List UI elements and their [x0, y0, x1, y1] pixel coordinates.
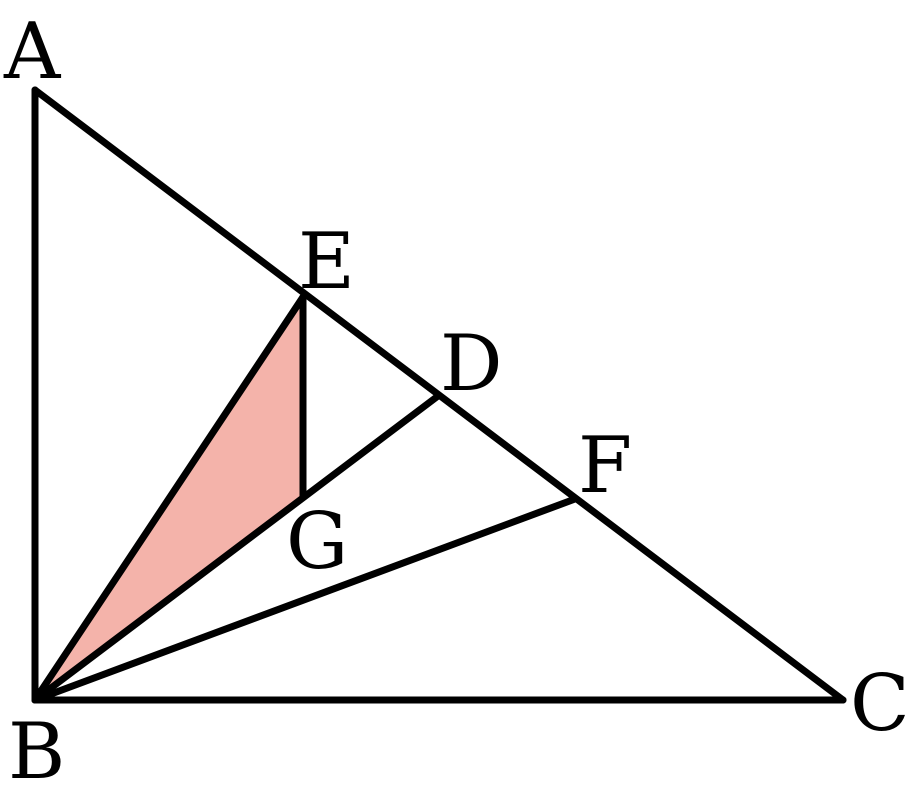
- label-d: D: [440, 319, 503, 409]
- segment-bf: [31, 495, 579, 704]
- segment-bd: [31, 392, 442, 704]
- label-a: A: [3, 7, 62, 97]
- label-e: E: [298, 217, 355, 307]
- label-g: G: [286, 497, 348, 587]
- segment-be: [31, 293, 307, 704]
- label-c: C: [850, 659, 910, 749]
- label-f: F: [578, 421, 632, 511]
- label-b: B: [8, 707, 65, 797]
